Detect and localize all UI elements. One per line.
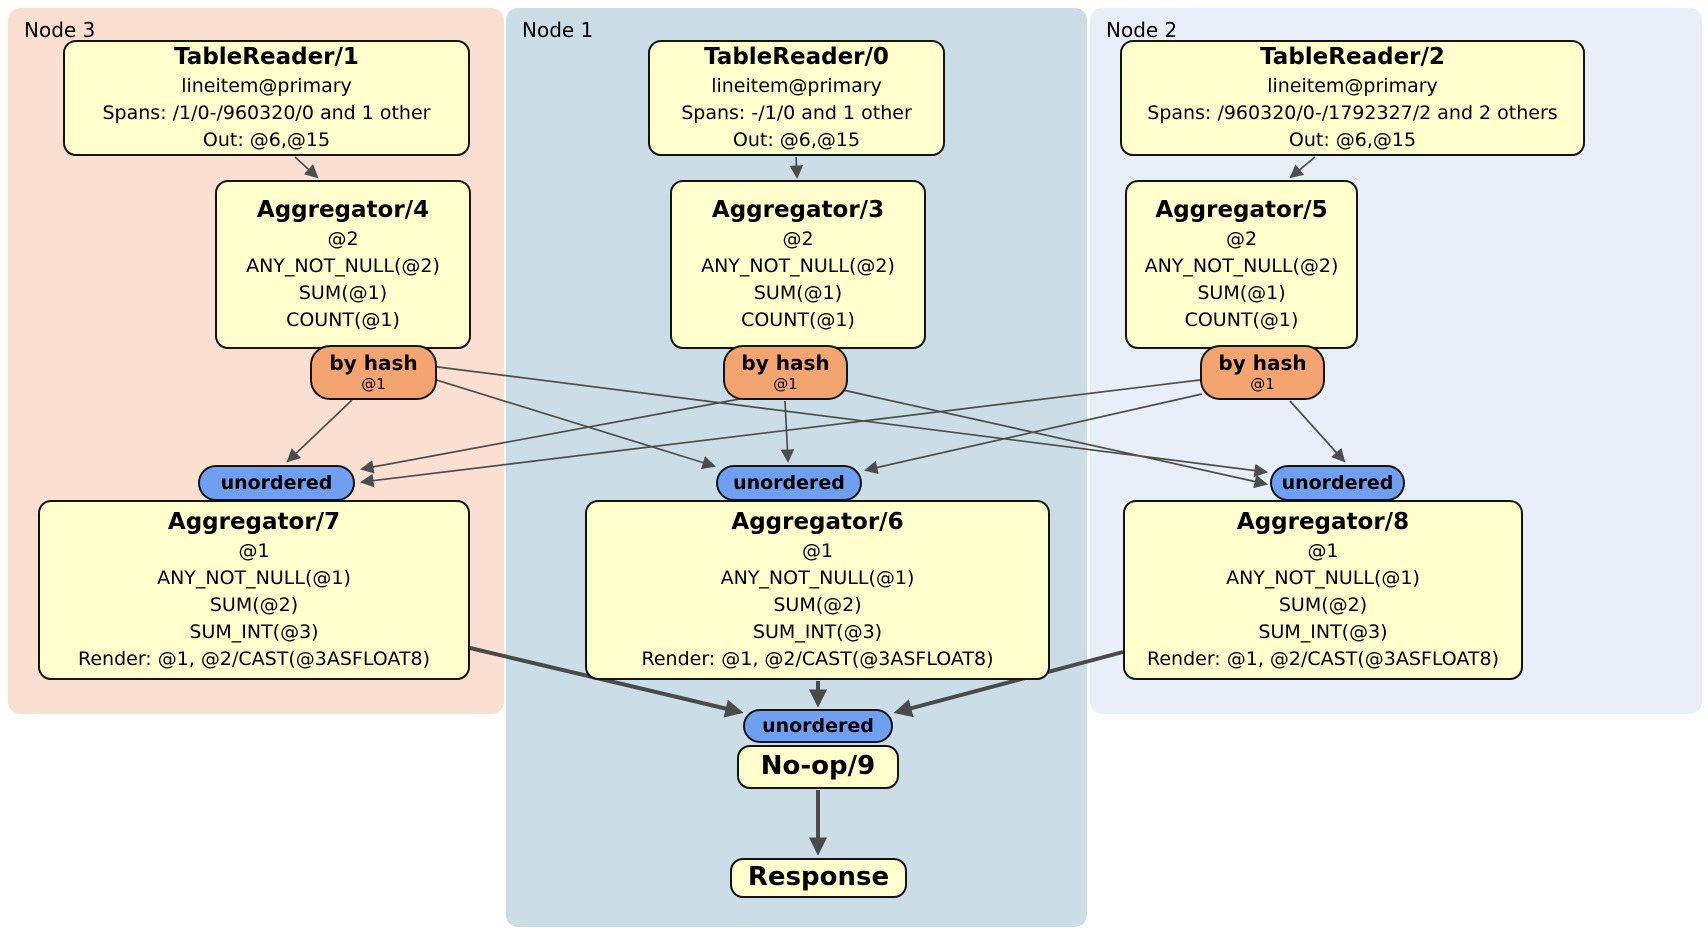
edge-aggregator7-to-final-unordered	[469, 646, 744, 718]
node-1-label: Node 1	[522, 18, 594, 42]
edge-tablereader2-to-aggregator5	[1289, 156, 1316, 179]
aggregator-8-agg2: SUM(@2)	[1278, 594, 1368, 617]
node-3-label: Node 3	[24, 18, 96, 42]
edge-byhash3-to-unordered1	[429, 377, 716, 470]
aggregator-4-agg3: COUNT(@1)	[286, 308, 400, 331]
aggregator-8-agg1: ANY_NOT_NULL(@1)	[1226, 567, 1420, 590]
aggregator-8-group: @1	[1307, 540, 1339, 563]
tablereader-0-box: TableReader/0 lineitem@primary Spans: -/…	[648, 40, 945, 156]
aggregator-3-agg3: COUNT(@1)	[741, 308, 855, 331]
aggregator-4-title: Aggregator/4	[256, 197, 430, 224]
aggregator-4-group: @2	[327, 228, 359, 251]
aggregator-3-title: Aggregator/3	[711, 197, 885, 224]
aggregator-5-group: @2	[1225, 228, 1258, 251]
aggregator-6-render: Render: @1, @2/CAST(@3ASFLOAT8)	[641, 647, 994, 670]
hash-router-node3-label: by hash	[329, 351, 418, 375]
tablereader-0-title: TableReader/0	[704, 44, 889, 71]
tablereader-1-box: TableReader/1 lineitem@primary Spans: /1…	[63, 40, 470, 156]
aggregator-7-box: Aggregator/7 @1 ANY_NOT_NULL(@1) SUM(@2)…	[38, 500, 470, 680]
hash-router-node2-label: by hash	[1218, 351, 1307, 375]
aggregator-7-agg1: ANY_NOT_NULL(@1)	[157, 567, 351, 590]
aggregator-4-box: Aggregator/4 @2 ANY_NOT_NULL(@2) SUM(@1)…	[215, 180, 471, 349]
aggregator-5-agg3: COUNT(@1)	[1184, 308, 1299, 331]
tablereader-0-out: Out: @6,@15	[732, 129, 861, 151]
edge-byhash2-to-unordered3	[359, 379, 1201, 488]
aggregator-3-group: @2	[782, 228, 814, 251]
tablereader-2-box: TableReader/2 lineitem@primary Spans: /9…	[1120, 40, 1585, 156]
node-2-label: Node 2	[1106, 18, 1178, 42]
tablereader-2-index: lineitem@primary	[1267, 75, 1438, 98]
aggregator-7-render: Render: @1, @2/CAST(@3ASFLOAT8)	[78, 647, 430, 670]
aggregator-8-box: Aggregator/8 @1 ANY_NOT_NULL(@1) SUM(@2)…	[1123, 500, 1523, 680]
tablereader-1-spans: Spans: /1/0-/960320/0 and 1 other	[102, 102, 431, 125]
unordered-sync-final: unordered	[743, 709, 893, 743]
edge-tablereader1-to-aggregator4	[294, 156, 319, 179]
aggregator-5-agg1: ANY_NOT_NULL(@2)	[1144, 255, 1339, 278]
hash-router-node1-key: @1	[773, 375, 798, 393]
hash-router-node2-key: @1	[1250, 375, 1275, 393]
edge-tablereader0-to-aggregator3	[789, 156, 804, 180]
aggregator-3-agg1: ANY_NOT_NULL(@2)	[701, 255, 895, 278]
response-box: Response	[730, 858, 907, 898]
aggregator-8-render: Render: @1, @2/CAST(@3ASFLOAT8)	[1147, 647, 1499, 670]
edge-byhash2-to-unordered1	[864, 393, 1203, 475]
hash-router-node1: by hash @1	[723, 345, 848, 400]
edge-aggregator8-to-final-unordered	[893, 650, 1124, 718]
aggregator-4-agg1: ANY_NOT_NULL(@2)	[246, 255, 440, 278]
noop-9-box: No-op/9	[737, 745, 899, 789]
aggregator-8-agg3: SUM_INT(@3)	[1258, 621, 1388, 643]
hash-router-node3-key: @1	[361, 375, 386, 393]
hash-router-node3: by hash @1	[310, 345, 437, 400]
aggregator-6-box: Aggregator/6 @1 ANY_NOT_NULL(@1) SUM(@2)…	[585, 500, 1050, 680]
aggregator-8-title: Aggregator/8	[1236, 509, 1410, 536]
tablereader-1-index: lineitem@primary	[181, 75, 352, 98]
aggregator-6-title: Aggregator/6	[731, 509, 904, 536]
edge-byhash3-to-unordered2	[429, 365, 1269, 478]
aggregator-6-agg3: SUM_INT(@3)	[752, 621, 883, 643]
aggregator-6-agg1: ANY_NOT_NULL(@1)	[720, 567, 915, 590]
aggregator-5-agg2: SUM(@1)	[1197, 282, 1286, 305]
aggregator-7-title: Aggregator/7	[167, 509, 341, 536]
hash-router-node2: by hash @1	[1200, 345, 1325, 400]
aggregator-5-title: Aggregator/5	[1155, 197, 1328, 224]
tablereader-2-out: Out: @6,@15	[1288, 129, 1417, 151]
edge-byhash2-to-unordered2	[1289, 400, 1346, 463]
aggregator-7-group: @1	[238, 540, 270, 563]
response-title: Response	[747, 862, 890, 893]
unordered-sync-node1: unordered	[716, 465, 862, 501]
aggregator-3-agg2: SUM(@1)	[753, 282, 843, 305]
edge-byhash1-to-unordered2	[842, 389, 1268, 489]
tablereader-0-spans: Spans: -/1/0 and 1 other	[681, 102, 912, 125]
edge-byhash3-to-unordered3	[286, 399, 353, 463]
tablereader-0-index: lineitem@primary	[711, 75, 882, 98]
aggregator-7-agg3: SUM_INT(@3)	[189, 621, 319, 643]
aggregator-7-agg2: SUM(@2)	[209, 594, 299, 617]
tablereader-1-out: Out: @6,@15	[202, 129, 331, 151]
hash-router-node1-label: by hash	[741, 351, 830, 375]
aggregator-4-agg2: SUM(@1)	[298, 282, 388, 305]
tablereader-1-title: TableReader/1	[174, 44, 359, 71]
aggregator-3-box: Aggregator/3 @2 ANY_NOT_NULL(@2) SUM(@1)…	[670, 180, 926, 349]
unordered-sync-node3: unordered	[198, 465, 355, 501]
noop-9-title: No-op/9	[760, 751, 876, 782]
aggregator-5-box: Aggregator/5 @2 ANY_NOT_NULL(@2) SUM(@1)…	[1125, 180, 1358, 349]
aggregator-6-agg2: SUM(@2)	[773, 594, 862, 617]
edge-byhash1-to-unordered3	[359, 397, 746, 474]
tablereader-2-spans: Spans: /960320/0-/1792327/2 and 2 others	[1147, 102, 1558, 125]
unordered-sync-node2: unordered	[1270, 465, 1405, 501]
aggregator-6-group: @1	[801, 540, 834, 563]
tablereader-2-title: TableReader/2	[1260, 44, 1445, 71]
